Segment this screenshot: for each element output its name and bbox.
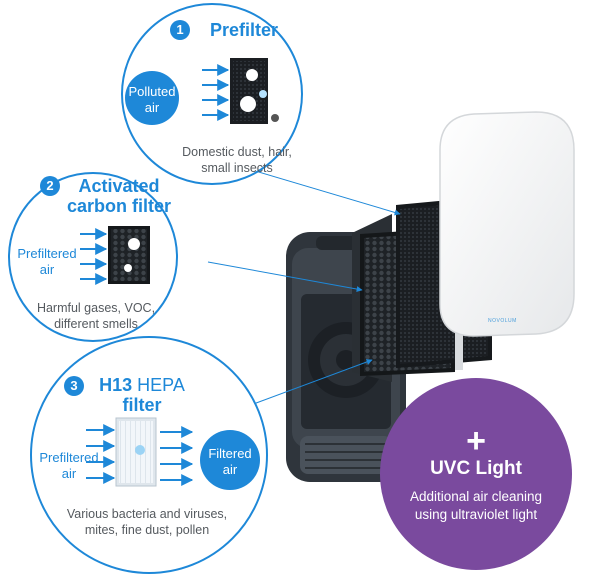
connector-prefilter (251, 169, 401, 216)
polluted-air-bubble (125, 71, 179, 125)
carbon-circle (8, 172, 178, 342)
prefilter-title: Prefilter (210, 20, 279, 40)
uvc-plus: + (466, 422, 486, 460)
carbon-mini-panel (108, 226, 150, 284)
front-cover (439, 111, 575, 337)
carbon-description: Harmful gases, VOC, different smells (36, 301, 156, 331)
uvc-title: UVC Light (430, 458, 522, 479)
uvc-circle (380, 378, 572, 570)
polluted-air-label: Polluted air (128, 84, 176, 115)
filtered-air-label: Filtered air (208, 446, 252, 477)
filtered-air-bubble (200, 430, 260, 490)
hepa-title: H13 HEPA filter (99, 375, 185, 415)
uvc-description: Additional air cleaning using ultraviole… (409, 489, 543, 522)
carbon-input-label: Prefiltered air (17, 246, 77, 277)
prefilter-circle (121, 3, 303, 185)
connector-carbon (207, 261, 363, 292)
carbon-title: Activated carbon filter (66, 176, 172, 216)
stage-1-number: 1 (170, 20, 190, 40)
hepa-description: Various bacteria and viruses, mites, fin… (66, 507, 228, 537)
prefilter-mini-panel (230, 58, 279, 124)
stage-3-number: 3 (64, 376, 84, 396)
hepa-input-label: Prefiltered air (39, 450, 99, 481)
stage-2-number: 2 (40, 176, 60, 196)
prefilter-description: Domestic dust, hair, small insects (182, 145, 292, 175)
brand-mark: NOVOLUM (488, 318, 517, 324)
hepa-mini-panel (115, 417, 157, 487)
